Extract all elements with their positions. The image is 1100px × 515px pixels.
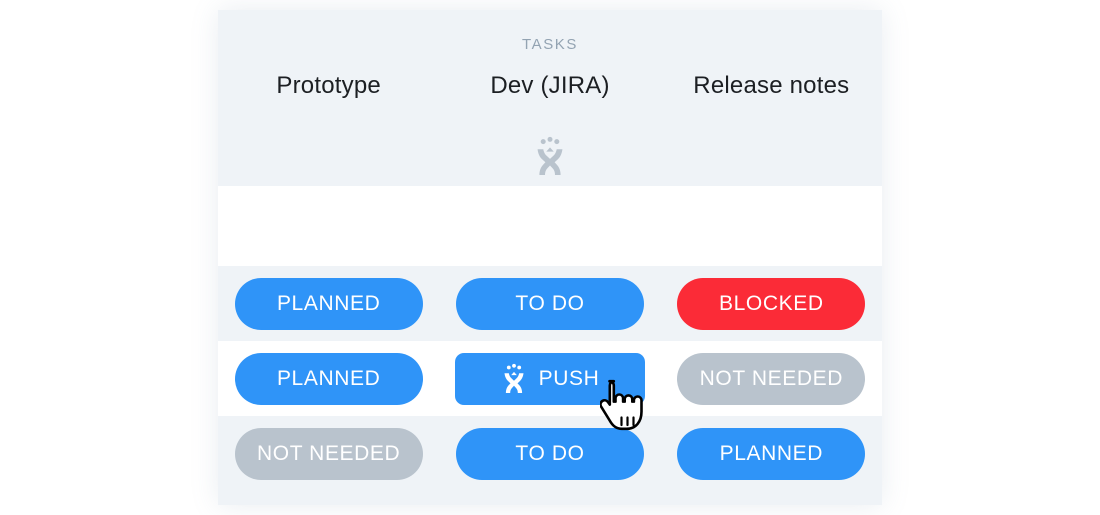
tasks-card: TASKS Prototype Dev (JIRA) Release notes [218,10,882,505]
status-button-to-do[interactable]: TO DO [455,277,644,330]
column-icon-slot-release-notes [661,136,882,180]
push-button[interactable]: PUSH [454,352,645,405]
status-button-blocked[interactable]: BLOCKED [677,277,866,330]
status-button-not-needed[interactable]: NOT NEEDED [677,352,866,405]
column-header-dev-jira: Dev (JIRA) [490,72,610,99]
celebrating-person-icon [533,136,567,181]
status-button-not-needed[interactable]: NOT NEEDED [234,427,423,480]
cell-release-notes: BLOCKED [661,277,882,330]
status-button-to-do[interactable]: TO DO [455,427,644,480]
push-button-label: PUSH [538,366,600,390]
cell-prototype: NOT NEEDED [218,427,439,480]
status-button-planned[interactable]: PLANNED [677,427,866,480]
table-row: NOT NEEDED TO DO PLANNED [218,416,882,491]
column-header-prototype: Prototype [276,72,381,99]
section-label-tasks: TASKS [521,36,579,53]
cell-dev-jira: PUSH [439,352,660,405]
cell-dev-jira: TO DO [439,427,660,480]
celebrating-person-icon [501,363,527,394]
column-icons [218,136,882,180]
status-button-planned[interactable]: PLANNED [234,352,423,405]
column-icon-slot-dev-jira [439,136,660,180]
column-header-release-notes: Release notes [693,72,850,99]
cell-release-notes: PLANNED [661,427,882,480]
column-icon-slot-prototype [218,136,439,180]
cell-dev-jira: TO DO [439,277,660,330]
cell-release-notes: NOT NEEDED [661,352,882,405]
card-header: TASKS Prototype Dev (JIRA) Release notes [218,10,882,186]
table-row [218,186,882,266]
cell-prototype: PLANNED [218,277,439,330]
column-headers: Prototype Dev (JIRA) Release notes [218,72,882,100]
table-row: PLANNED [218,341,882,416]
status-button-planned[interactable]: PLANNED [234,277,423,330]
cell-prototype: PLANNED [218,352,439,405]
table-row: PLANNED TO DO BLOCKED [218,266,882,341]
